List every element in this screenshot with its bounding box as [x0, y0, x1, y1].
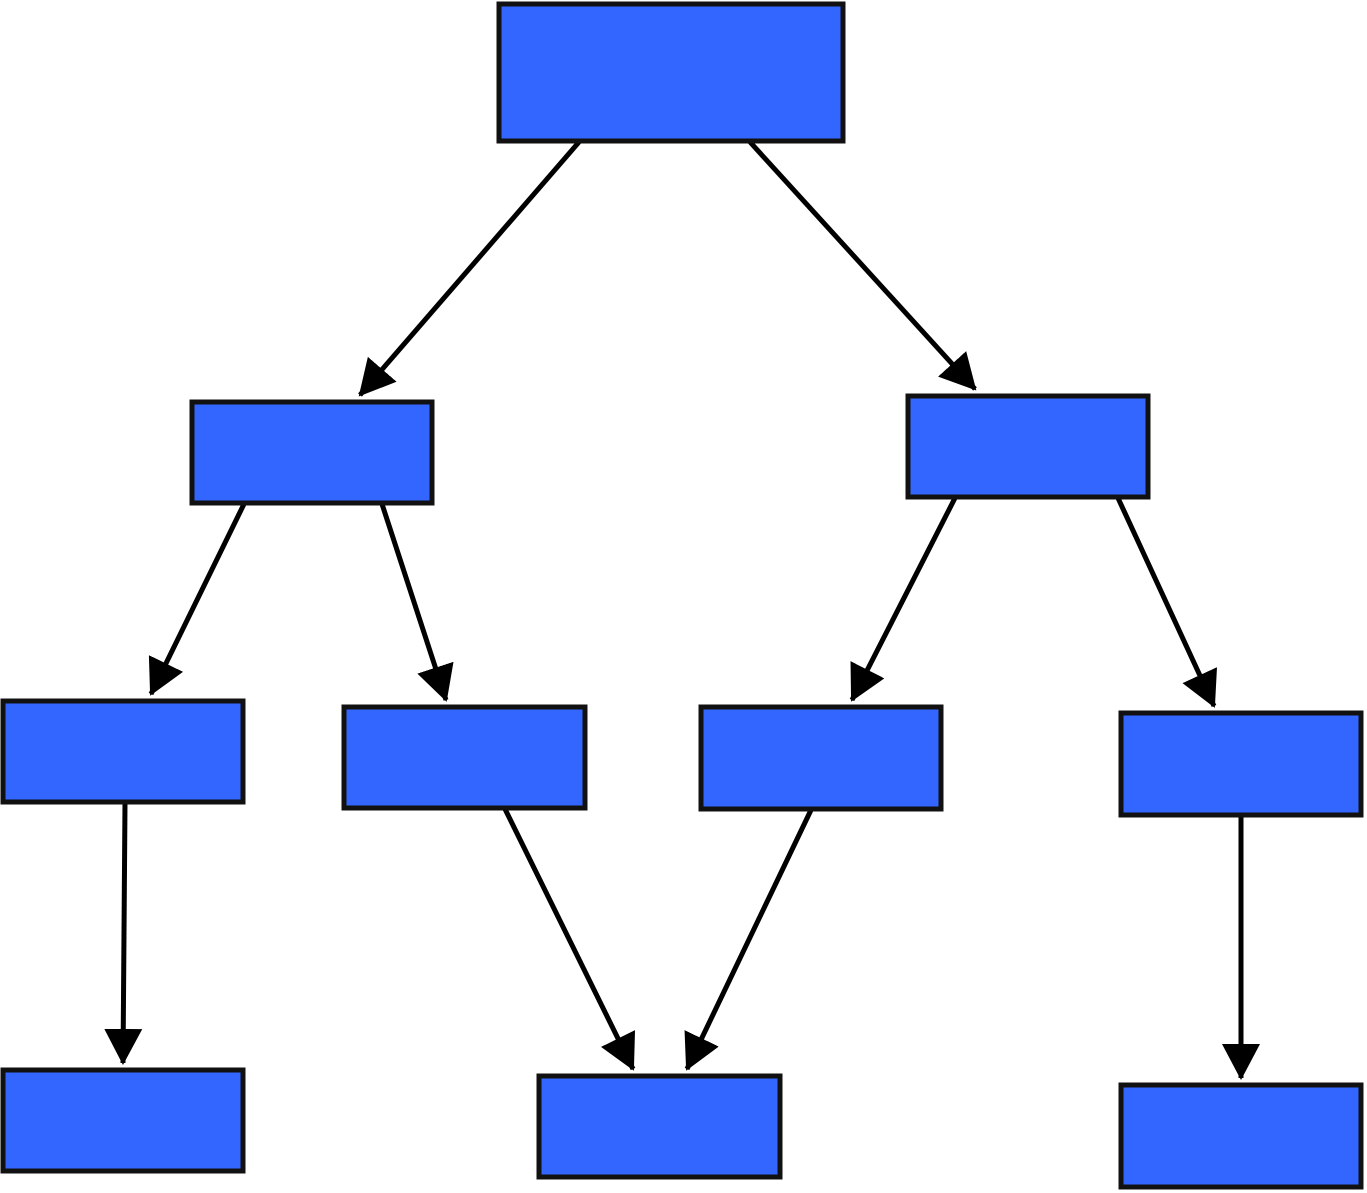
- edge-left-right-to-bottom-center: [502, 807, 636, 1071]
- node-box: [0, 698, 246, 805]
- edges-layer: [104, 140, 1260, 1080]
- node-box: [496, 1, 846, 144]
- node-left-left: [0, 698, 246, 805]
- node-box: [1118, 710, 1364, 818]
- node-box: [0, 1067, 246, 1174]
- node-box: [698, 704, 944, 812]
- node-left-right: [341, 704, 588, 811]
- edge-right-mid-to-right-left: [849, 496, 958, 702]
- node-box: [1118, 1082, 1364, 1190]
- node-bottom-center: [536, 1073, 783, 1180]
- node-right-right: [1118, 710, 1364, 818]
- edge-left-mid-to-left-left: [148, 502, 247, 696]
- node-right-left: [698, 704, 944, 812]
- edge-root-to-right-mid: [748, 140, 977, 391]
- node-box: [905, 393, 1151, 500]
- edge-root-to-left-mid: [358, 140, 581, 397]
- node-box: [536, 1073, 783, 1180]
- edge-right-left-to-bottom-center: [684, 808, 814, 1071]
- edge-left-mid-to-left-right: [379, 503, 454, 702]
- node-bottom-right: [1118, 1082, 1364, 1190]
- node-right-mid: [905, 393, 1151, 500]
- edge-left-left-to-bottom-left: [104, 802, 143, 1065]
- node-box: [341, 704, 588, 811]
- node-left-mid: [189, 399, 435, 506]
- node-root: [496, 1, 846, 144]
- node-bottom-left: [0, 1067, 246, 1174]
- edge-right-mid-to-right-right: [1115, 496, 1218, 708]
- node-box: [189, 399, 435, 506]
